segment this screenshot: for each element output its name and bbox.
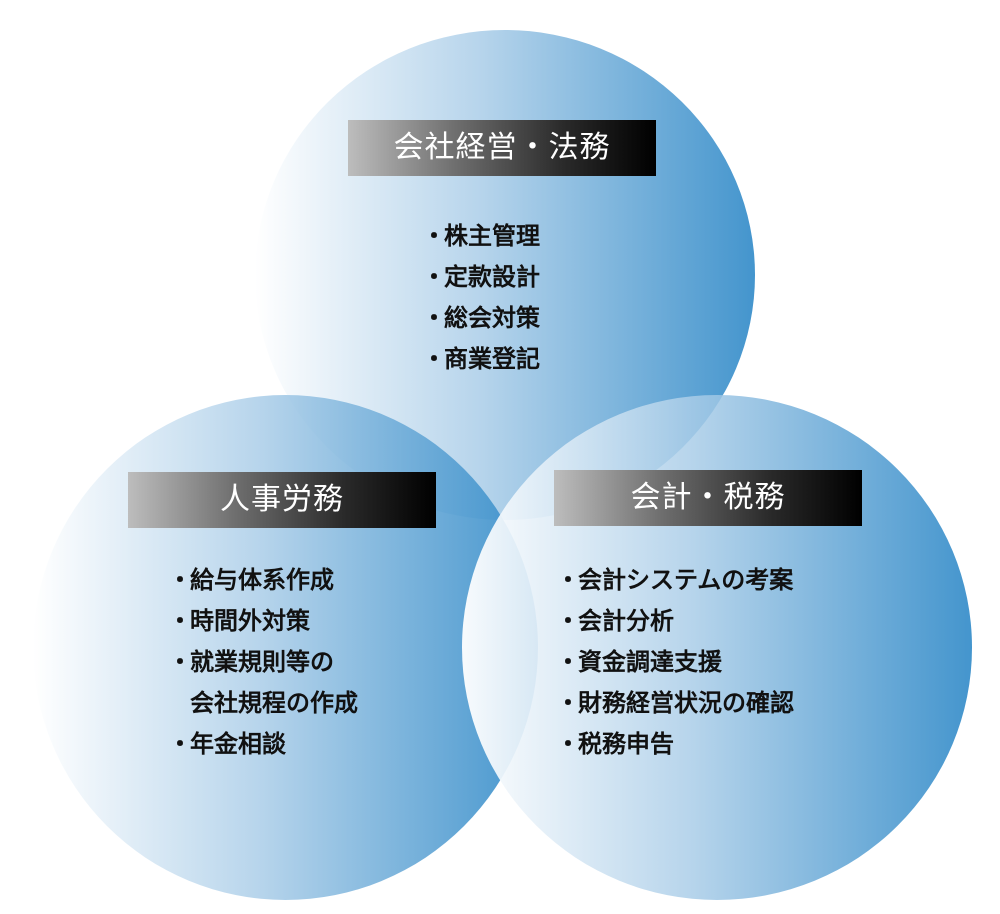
list-item: ・株主管理 xyxy=(422,216,540,257)
list-item: ・財務経営状況の確認 xyxy=(556,683,794,724)
bullet-dot: ・ xyxy=(556,689,580,717)
list-item: ・会計システムの考案 xyxy=(556,560,794,601)
bullet-dot: ・ xyxy=(168,607,192,635)
bullet-dot: ・ xyxy=(556,607,580,635)
list-item: ・資金調達支援 xyxy=(556,642,794,683)
title-accounting-tax: 会計・税務 xyxy=(554,470,862,526)
item-label: 税務申告 xyxy=(578,730,674,758)
list-item-continuation: 会社規程の作成 xyxy=(168,683,358,724)
item-label: 年金相談 xyxy=(190,730,286,758)
list-item: ・時間外対策 xyxy=(168,601,358,642)
bullet-dot: ・ xyxy=(556,566,580,594)
list-item: ・年金相談 xyxy=(168,724,358,765)
item-label: 株主管理 xyxy=(444,222,540,250)
item-label: 会計分析 xyxy=(578,607,674,635)
list-item: ・給与体系作成 xyxy=(168,560,358,601)
list-item: ・総会対策 xyxy=(422,298,540,339)
list-hr-labor: ・給与体系作成 ・時間外対策 ・就業規則等の 会社規程の作成 ・年金相談 xyxy=(168,560,358,765)
bullet-dot: ・ xyxy=(556,648,580,676)
list-item: ・就業規則等の xyxy=(168,642,358,683)
item-label: 給与体系作成 xyxy=(190,566,334,594)
item-label: 商業登記 xyxy=(444,345,540,373)
list-item: ・定款設計 xyxy=(422,257,540,298)
title-corporate-legal: 会社経営・法務 xyxy=(348,120,656,176)
bullet-dot: ・ xyxy=(422,222,446,250)
list-corporate-legal: ・株主管理 ・定款設計 ・総会対策 ・商業登記 xyxy=(422,216,540,380)
list-item: ・税務申告 xyxy=(556,724,794,765)
item-label: 財務経営状況の確認 xyxy=(578,689,794,717)
bullet-dot: ・ xyxy=(422,304,446,332)
bullet-dot: ・ xyxy=(168,566,192,594)
item-label: 総会対策 xyxy=(444,304,540,332)
list-item: ・商業登記 xyxy=(422,339,540,380)
list-item: ・会計分析 xyxy=(556,601,794,642)
item-label: 会計システムの考案 xyxy=(578,566,794,594)
item-label: 時間外対策 xyxy=(190,607,310,635)
bullet-dot: ・ xyxy=(168,730,192,758)
item-label: 定款設計 xyxy=(444,263,540,291)
list-accounting-tax: ・会計システムの考案 ・会計分析 ・資金調達支援 ・財務経営状況の確認 ・税務申… xyxy=(556,560,794,765)
title-hr-labor: 人事労務 xyxy=(128,472,436,528)
bullet-dot: ・ xyxy=(556,730,580,758)
item-label: 会社規程の作成 xyxy=(190,689,358,717)
bullet-dot: ・ xyxy=(422,345,446,373)
bullet-dot: ・ xyxy=(422,263,446,291)
item-label: 就業規則等の xyxy=(190,648,334,676)
bullet-dot: ・ xyxy=(168,648,192,676)
item-label: 資金調達支援 xyxy=(578,648,722,676)
